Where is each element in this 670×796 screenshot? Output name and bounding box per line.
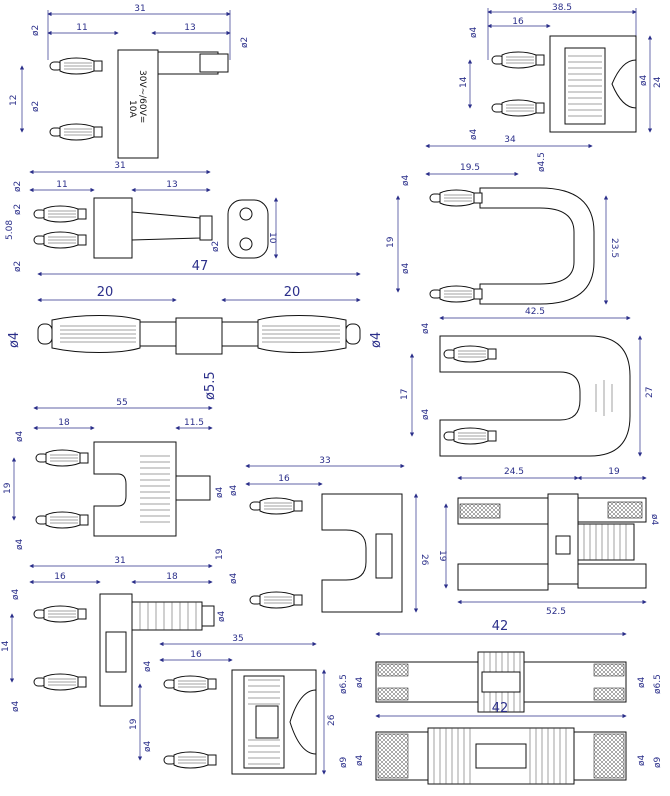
d3-dim-d2d: ø2 [211, 241, 221, 252]
d7-dim-d4b: ø4 [15, 538, 25, 550]
d7-dim-19: 19 [3, 482, 13, 494]
d6-dim-17: 17 [400, 389, 410, 400]
d12-dim-d65a: ø6.5 [339, 674, 349, 694]
d10-dim-d4b: ø4 [11, 700, 21, 712]
d2-dim-24: 24 [653, 76, 663, 88]
drawing-5: 47 20 20 ø4 ø4 ø5.5 [7, 259, 384, 400]
d4-dim-d4a: ø4 [401, 174, 411, 186]
d2-dim-14: 14 [459, 76, 469, 88]
d7-dim-d4c: ø4 [215, 486, 225, 498]
d13-dim-d9b: ø9 [653, 756, 663, 768]
d11-dim-overall: 35 [232, 634, 243, 644]
d10-dim-d4c: ø4 [217, 610, 227, 622]
d2-dim-d4c: ø4 [639, 74, 649, 86]
d4-dim-d4b: ø4 [401, 262, 411, 274]
d8-dim-d4a: ø4 [229, 484, 239, 496]
d3-dim-d2a: ø2 [13, 181, 23, 192]
d3-dim-d2b: ø2 [13, 204, 23, 215]
d10-dim-16: 16 [54, 572, 66, 582]
d9-dim-19b: 19 [437, 550, 447, 562]
drawing-8: 33 16 ø4 19 ø4 26 [215, 456, 429, 613]
d11-dim-19: 19 [129, 718, 139, 730]
d6-dim-27: 27 [645, 387, 655, 398]
drawing-1: 31 11 13 ø2 ø2 ø2 12 30V~/60V= 10A [9, 4, 250, 159]
drawing-9: 24.5 19 ø4 19 52.5 [437, 467, 659, 617]
d1-dim-d2a: ø2 [31, 25, 41, 36]
d5-dim-overall: 47 [192, 259, 209, 274]
d7-dim-overall: 55 [116, 398, 127, 408]
d3-dim-overall: 31 [114, 161, 125, 171]
d1-label-voltage: 30V~/60V= [137, 70, 147, 123]
d8-dim-26: 26 [419, 554, 429, 566]
d8-dim-overall: 33 [319, 456, 330, 466]
d1-dim-11: 11 [76, 23, 87, 33]
d10-dim-overall: 31 [114, 556, 125, 566]
d7-dim-d4a: ø4 [15, 430, 25, 442]
d12-dim-d4b: ø4 [637, 676, 647, 688]
d9-dim-d4: ø4 [649, 514, 659, 526]
drawing-6: 42.5 ø4 17 ø4 27 [400, 307, 655, 457]
d3-dim-11: 11 [56, 180, 67, 190]
d6-dim-d4b: ø4 [421, 408, 431, 420]
d4-dim-d45: ø4.5 [537, 152, 547, 172]
d7-dim-18: 18 [58, 418, 70, 428]
d13-dim-d4b: ø4 [637, 754, 647, 766]
d13-dim-d4a: ø4 [355, 754, 365, 766]
drawing-7: 55 18 11.5 ø4 19 ø4 ø4 [3, 398, 225, 550]
drawing-11: 35 16 ø4 19 ø4 26 [129, 634, 337, 775]
d7-dim-115: 11.5 [184, 418, 204, 428]
drawing-3: 31 11 13 ø2 ø2 5.08 ø2 ø2 10 [5, 161, 279, 272]
d10-dim-d4a: ø4 [11, 588, 21, 600]
d5-dim-d4a: ø4 [7, 332, 22, 348]
d2-dim-overall: 38.5 [552, 3, 572, 13]
d12-dim-d65b: ø6.5 [653, 674, 663, 694]
drawing-2: 38.5 16 ø4 ø4 14 ø4 24 [459, 3, 663, 140]
d11-dim-26: 26 [327, 714, 337, 726]
d4-dim-195: 19.5 [460, 163, 480, 173]
d12-dim-d4a: ø4 [355, 676, 365, 688]
d4-dim-19: 19 [386, 236, 396, 248]
d13-dim-overall: 42 [492, 701, 509, 716]
d1-dim-d2c: ø2 [31, 101, 41, 112]
d1-dim-13: 13 [184, 23, 195, 33]
d3-dim-13: 13 [166, 180, 177, 190]
d1-dim-12: 12 [9, 95, 19, 106]
drawing-12: 42 ø6.5 ø4 ø4 ø6.5 [339, 619, 663, 713]
d5-dim-d4b: ø4 [369, 332, 384, 348]
d5-dim-d55: ø5.5 [203, 371, 218, 400]
d5-dim-20a: 20 [97, 285, 114, 300]
d11-dim-d4a: ø4 [143, 660, 153, 672]
d1-dim-d2b: ø2 [240, 37, 250, 48]
d8-dim-16: 16 [278, 474, 290, 484]
d2-dim-d4b: ø4 [469, 128, 479, 140]
drawing-4: 34 19.5 ø4.5 ø4 19 ø4 23.5 [386, 135, 619, 305]
d12-dim-overall: 42 [492, 619, 509, 634]
d11-dim-16: 16 [190, 650, 202, 660]
d6-dim-d4a: ø4 [421, 322, 431, 334]
d10-dim-14: 14 [1, 640, 11, 652]
d1-label-current: 10A [127, 100, 137, 118]
d9-dim-245: 24.5 [504, 467, 524, 477]
d11-dim-d4b: ø4 [143, 740, 153, 752]
d8-dim-d4b: ø4 [229, 572, 239, 584]
d3-dim-10: 10 [267, 232, 277, 244]
d3-dim-508: 5.08 [5, 220, 15, 240]
d5-dim-20b: 20 [284, 285, 301, 300]
d6-dim-overall: 42.5 [525, 307, 545, 317]
d9-dim-19a: 19 [608, 467, 620, 477]
drawing-13: 42 ø9 ø4 ø4 ø9 [339, 701, 663, 785]
d2-dim-16: 16 [512, 17, 524, 27]
drawing-10: 31 16 18 ø4 14 ø4 ø4 [1, 556, 227, 712]
d10-dim-18: 18 [166, 572, 178, 582]
d9-dim-525: 52.5 [546, 607, 566, 617]
d3-dim-d2c: ø2 [13, 261, 23, 272]
d2-dim-d4a: ø4 [469, 26, 479, 38]
d13-dim-d9a: ø9 [339, 756, 349, 768]
d8-dim-19: 19 [215, 548, 225, 560]
d4-dim-235: 23.5 [609, 238, 619, 258]
d1-dim-overall: 31 [134, 4, 145, 14]
d4-dim-overall: 34 [504, 135, 516, 145]
